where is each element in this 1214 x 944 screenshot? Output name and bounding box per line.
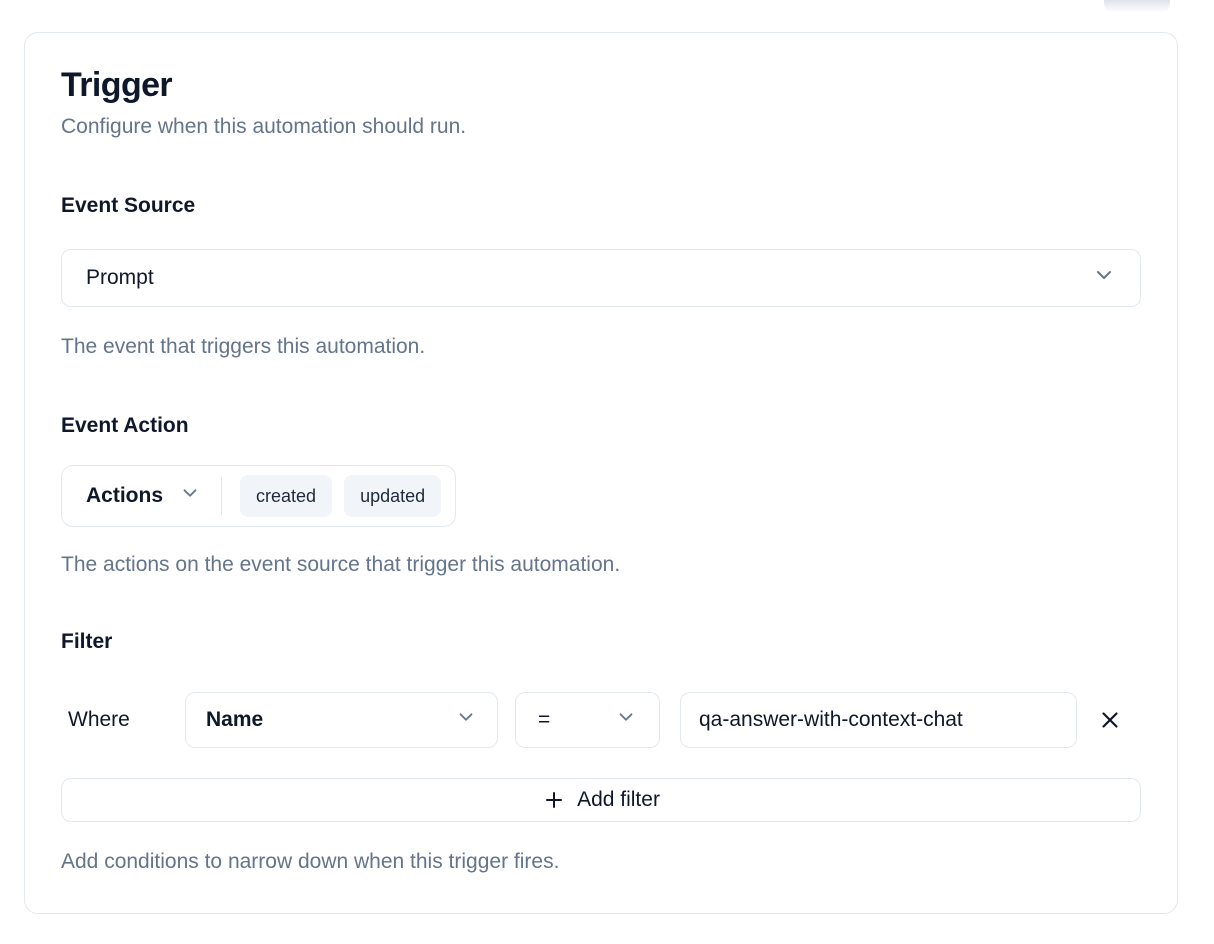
chevron-down-icon bbox=[179, 482, 201, 510]
chevron-down-icon bbox=[615, 706, 637, 734]
where-label: Where bbox=[68, 708, 130, 731]
offscreen-element-fragment bbox=[1104, 0, 1170, 13]
remove-filter-button[interactable] bbox=[1092, 702, 1128, 738]
filter-value-input[interactable] bbox=[680, 692, 1077, 748]
filter-label: Filter bbox=[61, 630, 113, 653]
actions-dropdown-label: Actions bbox=[86, 484, 164, 507]
event-source-help: The event that triggers this automation. bbox=[61, 335, 426, 358]
filter-field-value: Name bbox=[206, 708, 264, 731]
chevron-down-icon bbox=[1092, 263, 1116, 293]
filter-field-select[interactable]: Name bbox=[185, 692, 498, 748]
close-icon bbox=[1097, 707, 1123, 733]
chevron-down-icon bbox=[455, 706, 477, 734]
filter-condition-row: Where Name = bbox=[61, 692, 1141, 748]
actions-dropdown[interactable]: Actions bbox=[86, 482, 201, 510]
filter-help: Add conditions to narrow down when this … bbox=[61, 850, 560, 873]
event-source-select[interactable]: Prompt bbox=[61, 249, 1141, 307]
action-chip-created[interactable]: created bbox=[240, 475, 333, 517]
divider bbox=[221, 477, 223, 515]
event-action-help: The actions on the event source that tri… bbox=[61, 553, 621, 576]
filter-operator-value: = bbox=[538, 708, 551, 731]
card-subtitle: Configure when this automation should ru… bbox=[61, 115, 467, 138]
event-source-value: Prompt bbox=[86, 266, 154, 289]
add-filter-label: Add filter bbox=[577, 788, 660, 811]
add-filter-button[interactable]: Add filter bbox=[61, 778, 1141, 822]
event-action-label: Event Action bbox=[61, 414, 189, 437]
event-action-control: Actions created updated bbox=[61, 465, 457, 527]
plus-icon bbox=[542, 788, 566, 812]
page-title: Trigger bbox=[61, 66, 173, 104]
action-chip-updated[interactable]: updated bbox=[344, 475, 442, 517]
trigger-card: Trigger Configure when this automation s… bbox=[24, 32, 1178, 914]
filter-operator-select[interactable]: = bbox=[515, 692, 660, 748]
event-source-label: Event Source bbox=[61, 194, 196, 217]
